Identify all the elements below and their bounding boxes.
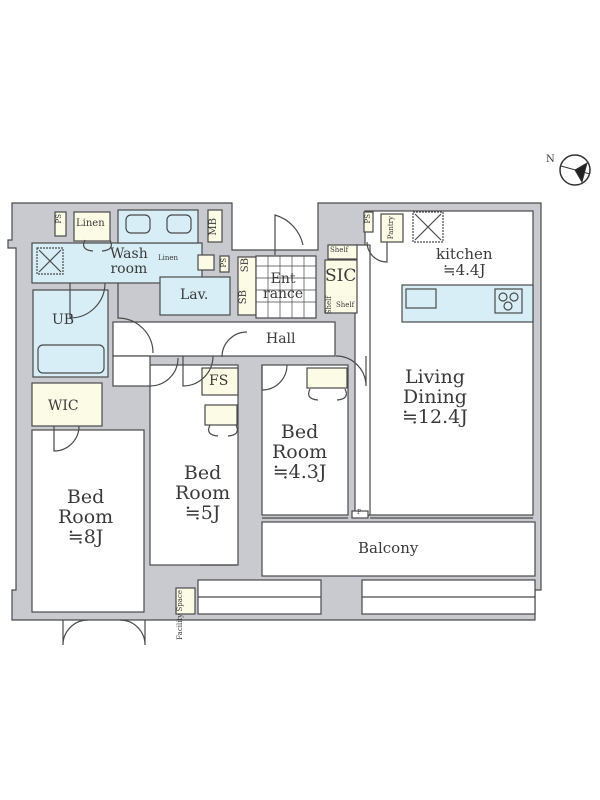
p-box-balcony xyxy=(351,510,369,519)
bed-room-3-line1: Bed xyxy=(280,421,319,443)
bed-room-2-label: Bed Room ≒5J xyxy=(175,462,231,524)
shelf-bottom-label: Shelf xyxy=(336,301,355,309)
p-mark-label: P xyxy=(357,509,362,516)
fs-label: FS xyxy=(209,373,229,389)
closet-bed-2 xyxy=(204,404,238,426)
bed-room-3-floor xyxy=(261,364,349,516)
sic-storage xyxy=(324,259,358,314)
shelf-top xyxy=(327,244,358,260)
lavatory xyxy=(159,276,231,316)
ps-left xyxy=(54,211,67,237)
door-swing xyxy=(221,331,248,358)
balcony-floor xyxy=(261,521,536,577)
door-swing xyxy=(69,282,106,319)
wash-room-label: Wash room xyxy=(110,247,148,276)
door-swing xyxy=(366,241,388,263)
living-dining-size: ≒12.4J xyxy=(402,405,468,428)
bed-room-1-label: Bed Room ≒8J xyxy=(58,486,114,548)
door-swing xyxy=(182,355,214,387)
bed-room-1-line2: Room xyxy=(58,505,114,528)
kitchen-line2: ≒4.4J xyxy=(443,260,486,279)
door-swing xyxy=(274,214,304,255)
hall-floor xyxy=(112,321,336,357)
bed-room-2-floor xyxy=(149,364,239,566)
linen-label: Linen xyxy=(76,218,105,229)
door-swing xyxy=(53,425,80,452)
sb-label: SB xyxy=(238,290,249,305)
entrance-tiles xyxy=(256,256,316,318)
dining-line: Dining xyxy=(402,385,467,408)
door-swing xyxy=(261,364,288,391)
entrance-line2: rance xyxy=(263,285,304,302)
door-swing xyxy=(208,424,238,437)
compass-label: N xyxy=(546,154,555,165)
kitchen-line1: kitchen xyxy=(436,245,493,263)
sb-top-label: SB xyxy=(240,258,251,273)
pantry-label: Pantry xyxy=(387,216,395,240)
bathtub xyxy=(37,344,105,374)
facility-space-label: Facility Space xyxy=(176,590,184,640)
wic-label: WIC xyxy=(48,398,79,414)
lav-label: Lav. xyxy=(180,287,209,303)
duct-kitchen xyxy=(412,211,444,243)
ps-mid xyxy=(219,255,230,273)
window xyxy=(198,517,535,598)
wash-room-line1: Wash xyxy=(110,246,148,262)
kitchen-label: kitchen ≒4.4J xyxy=(436,245,493,279)
shelf-v-label: Shelf xyxy=(325,296,333,315)
bed-room-1-floor xyxy=(31,429,145,613)
pantry-storage xyxy=(380,213,404,243)
door-swing xyxy=(83,239,112,252)
kitchen-counter xyxy=(401,284,534,323)
sink-2 xyxy=(166,214,192,234)
wic-storage xyxy=(31,382,103,427)
door-swing xyxy=(62,619,146,646)
shelf-top-label: Shelf xyxy=(330,246,349,254)
closet-bed-3 xyxy=(306,367,348,389)
wash-room-line2: room xyxy=(110,260,148,277)
sic-label: SIC xyxy=(325,266,357,286)
facility-space xyxy=(175,587,196,615)
bed-room-2-line2: Room xyxy=(175,481,231,504)
living-dining-label: Living Dining ≒12.4J xyxy=(402,366,468,428)
linen-small-box xyxy=(197,254,215,271)
ps-mid-label: PS xyxy=(220,258,228,268)
bed-room-1-size: ≒8J xyxy=(67,525,104,548)
corridor-floor xyxy=(112,355,151,387)
wash-room-area xyxy=(31,242,203,284)
linen-small-label: Linen xyxy=(158,254,179,262)
hall-label: Hall xyxy=(266,331,296,347)
ub-label: UB xyxy=(52,312,75,328)
mb-label: MB xyxy=(208,218,219,236)
bed-room-2-line1: Bed xyxy=(183,462,222,484)
door-swing xyxy=(335,355,367,387)
stove-icon xyxy=(494,288,523,314)
door-swing xyxy=(149,357,179,387)
facility-line1: Facility xyxy=(176,613,184,640)
bed-room-3-line2: Room xyxy=(272,440,328,463)
living-dining-floor xyxy=(364,210,534,516)
balcony-label: Balcony xyxy=(358,539,419,557)
door-swing xyxy=(117,283,154,354)
ps-left-label: PS xyxy=(55,214,63,224)
bed-room-2-size: ≒5J xyxy=(184,501,221,524)
entrance-line1: Ent xyxy=(270,271,296,287)
kitchen-sink xyxy=(405,288,437,309)
bed-room-3-size: ≒4.3J xyxy=(272,460,327,483)
door-swing xyxy=(308,388,347,401)
duct-wash xyxy=(36,247,64,275)
sink-1 xyxy=(125,214,151,234)
bed-room-1-line1: Bed xyxy=(66,486,105,508)
compass-icon xyxy=(559,154,591,186)
living-line: Living xyxy=(404,366,465,388)
facility-line2: Space xyxy=(176,590,184,612)
ps-right-label: PS xyxy=(364,214,372,224)
linen-storage xyxy=(73,211,111,242)
bed-room-3-label: Bed Room ≒4.3J xyxy=(272,421,328,483)
mb-storage xyxy=(207,209,223,243)
ps-right xyxy=(363,211,374,233)
entrance-label: Ent rance xyxy=(263,272,303,301)
